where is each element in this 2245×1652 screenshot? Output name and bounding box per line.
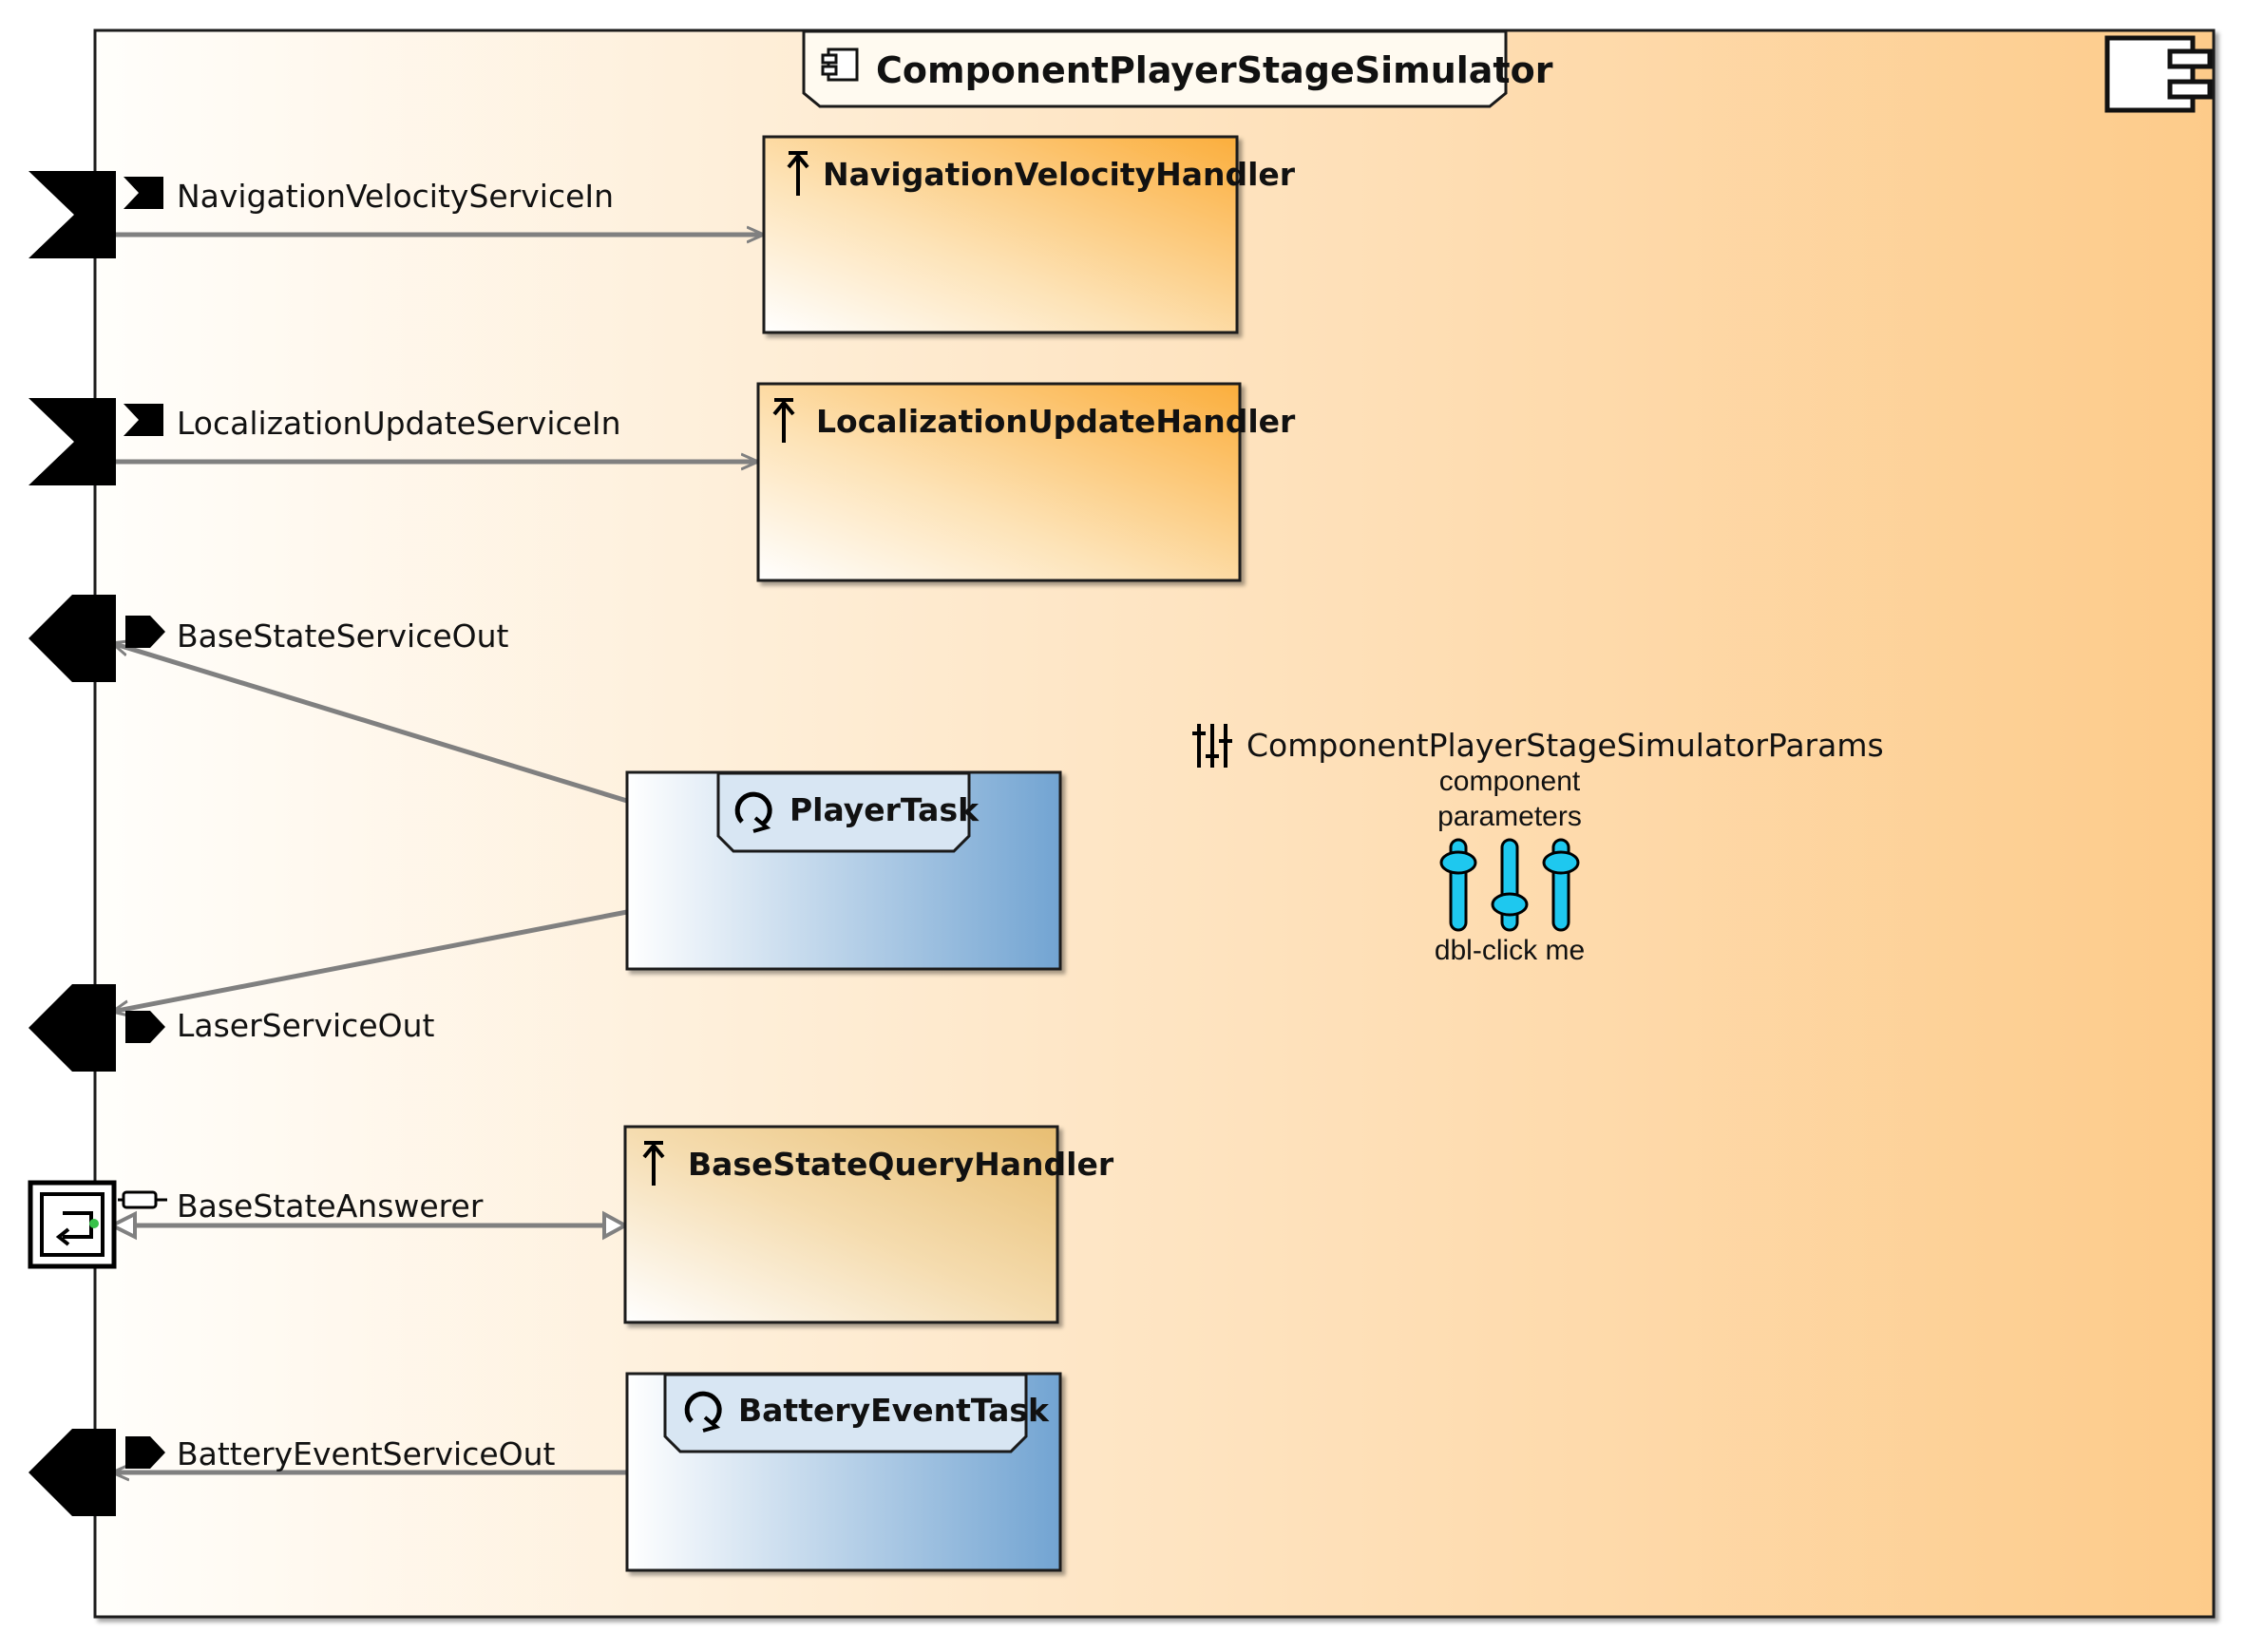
task-title-battery-event: BatteryEventTask <box>738 1392 1049 1429</box>
answerer-triangle-left <box>107 1210 137 1241</box>
params-label[interactable]: ComponentPlayerStageSimulatorParams <box>1246 727 1884 764</box>
handler-box-navigation-velocity[interactable] <box>762 135 1239 334</box>
answerer-triangle-right <box>602 1210 630 1241</box>
params-caption-line1: component <box>1438 766 1581 797</box>
answer-port-small-icon <box>118 1190 167 1209</box>
answer-port-icon[interactable] <box>28 1180 117 1269</box>
task-title-player: PlayerTask <box>790 791 980 828</box>
handler-title-localization-update: LocalizationUpdateHandler <box>816 403 1296 440</box>
input-port-icon[interactable] <box>29 171 163 258</box>
port-label-battery-event-out: BatteryEventServiceOut <box>177 1435 556 1472</box>
handler-box-base-state-query[interactable] <box>623 1125 1059 1324</box>
handler-box-localization-update[interactable] <box>756 382 1242 582</box>
component-title-tab <box>802 29 1508 108</box>
component-icon <box>821 47 859 82</box>
sliders-icon[interactable] <box>1439 838 1580 932</box>
task-tab-battery-event <box>663 1373 1028 1453</box>
connector-laser-out <box>112 909 628 1012</box>
output-port-icon[interactable] <box>29 984 165 1072</box>
connector-base-state-out <box>112 643 628 804</box>
component-large-icon <box>2104 35 2213 113</box>
handler-arrow-icon <box>772 398 795 443</box>
handler-title-base-state-query: BaseStateQueryHandler <box>688 1146 1114 1183</box>
port-label-localization-update: LocalizationUpdateServiceIn <box>177 405 621 442</box>
task-cycle-icon <box>684 1391 722 1433</box>
handler-arrow-icon <box>642 1141 665 1186</box>
params-small-icon <box>1192 724 1232 768</box>
handler-arrow-icon <box>787 151 809 196</box>
task-tab-player <box>716 771 971 853</box>
port-label-laser-out: LaserServiceOut <box>177 1007 435 1044</box>
output-port-icon[interactable] <box>29 1429 165 1516</box>
connectors <box>112 235 764 1472</box>
input-port-icon[interactable] <box>29 398 163 485</box>
component-title: ComponentPlayerStageSimulator <box>876 49 1553 91</box>
params-caption-line2: parameters <box>1437 801 1582 832</box>
params-hint: dbl-click me <box>1434 935 1586 966</box>
port-label-base-state-answerer: BaseStateAnswerer <box>177 1187 484 1225</box>
port-label-navigation-velocity: NavigationVelocityServiceIn <box>177 178 615 215</box>
task-cycle-icon <box>734 791 772 833</box>
port-label-base-state-out: BaseStateServiceOut <box>177 617 509 655</box>
output-port-icon[interactable] <box>29 595 165 682</box>
handler-title-navigation-velocity: NavigationVelocityHandler <box>823 156 1296 193</box>
